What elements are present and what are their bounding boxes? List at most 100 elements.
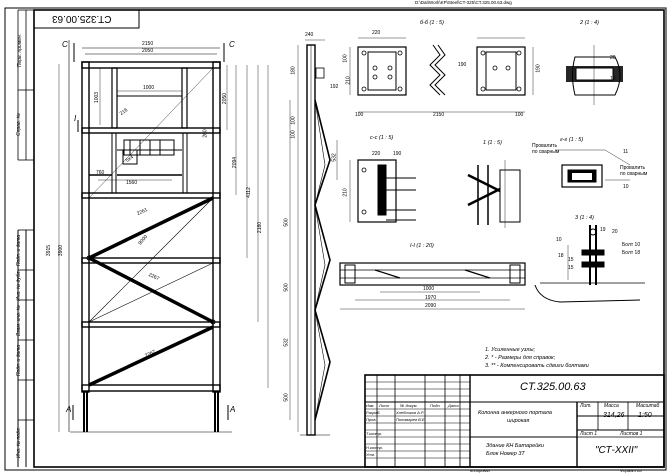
tb-header-cell: № докум. [400,403,418,408]
dim-label: 11 [623,149,629,155]
note-line: 3. ** - Компенсировать сдвиги болтами [485,363,589,369]
left-strip-label: Инв. № подл. [16,426,23,459]
note-label: Болт 18 [622,250,641,256]
tb-sheet: Лист 1 [580,431,598,437]
dim-label: 2050 [222,92,229,105]
left-strip-label: Взам. инв. № [15,305,22,336]
dim-label: 220 [372,151,381,157]
dim-label: 15 [568,257,574,263]
tb-role: Н.контр. [366,445,383,450]
view-title-1: 1 (1 : 5) [483,140,502,146]
dim-label: 100 [355,112,364,118]
tb-organization: "СТ-XXII" [595,445,638,456]
dim-label: 180 [290,66,297,75]
dim-label: 2150 [433,112,445,118]
dim-label: 210 [342,188,349,197]
left-strip-label: Инв. № дубл. [15,270,22,301]
left-strip-label: Перв. примен. [17,33,24,68]
left-strip-label: Подп. и дата [16,344,23,377]
dim-label: 240 [305,32,314,38]
dim-label: 4112 [245,187,252,198]
tb-role: Пров. [366,417,377,422]
dim-label: 18 [558,253,564,259]
file-path: D:\Dat\Work\KP\Steel\CT-325\CT.325.00.63… [415,0,512,5]
view-title-2: 2 (1 : 4) [580,20,599,26]
tb-mass: Масса [604,403,619,409]
left-strip-label: Справ. № [15,113,22,136]
tb-role: Разраб. [366,410,381,415]
dim-label: 500 [283,218,290,227]
tb-scale: Масштаб [636,403,660,409]
tb-role: Утв. [366,452,376,457]
dim-label: 2050 [142,48,154,54]
dim-label: 210 [345,76,352,85]
tb-person: Пономарев В.Е. [396,417,426,422]
section-mark-c-right: C [229,40,235,49]
tb-sheets: Листов 1 [620,431,643,437]
dim-label: 10 [610,76,616,82]
doc-note-line1: Здание КН Батарейки [486,443,544,449]
dim-label: 10 [623,184,629,190]
dim-label: 2090 [425,303,437,309]
section-mark-c-left: C [62,40,68,49]
note-label: Провалить [620,165,646,171]
dim-label: 3900 [58,244,65,257]
dim-label: 1560 [126,180,138,186]
dim-label: 190 [535,64,542,73]
dim-label: 532 [283,338,290,347]
note-label: Провалить [532,143,558,149]
dim-label: 2150 [142,41,154,47]
dim-label: 1000 [423,286,435,292]
note-label: по сварным [532,149,560,155]
left-strip-label: Подп. и дата [16,234,23,267]
dim-label: 20 [612,229,618,235]
dim-label: 2180 [257,221,264,234]
tb-scale-value: 1:50 [638,412,652,419]
dim-label: 220 [372,30,381,36]
dim-label: 19 [600,227,606,233]
note-line: 2. * - Размеры для справок; [485,355,556,361]
doc-name-line1: Колонна анкерного портала [478,410,552,416]
dim-label: 1000 [143,85,155,91]
tb-role: Т.контр. [366,431,383,436]
dim-label: 190 [393,151,402,157]
dim-label: 760 [96,170,105,176]
tb-mass-value: 314,26 [603,412,625,419]
dim-label: 192 [330,84,339,90]
tb-person: Хлебников А.Р. [396,410,425,415]
dim-label: 260 [202,129,209,138]
tb-header-cell: Лист [379,403,390,408]
dim-label: 20 [610,55,616,61]
view-title-cc: с-с (1 : 5) [370,135,394,141]
dim-label: 100 [290,116,297,125]
dim-label: 100 [290,130,297,139]
note-label: по сварным [620,171,648,177]
view-title-3: 3 (1 : 4) [575,215,594,221]
tb-header-cell: Изм. [366,403,375,408]
dim-label: 190 [458,62,467,68]
dim-label: 500 [283,283,290,292]
rotated-doc-code: CT.325.00.63 [52,13,112,24]
dim-label: 532 [331,153,338,162]
dim-label: 100 [515,112,524,118]
tb-stage: Лит. [580,403,592,409]
dim-label: 1970 [425,295,437,301]
dim-label: 100 [342,54,349,63]
dim-label: 1003 [94,91,101,104]
doc-name-line2: широкая [507,418,530,424]
dim-label: 500 [283,393,290,402]
section-mark-a-right: A [230,405,236,414]
view-title-bb: б-б (1 : 5) [420,20,444,26]
tb-footer-right: Формат A3 [620,468,642,473]
dim-label: 3915 [46,244,53,257]
dim-label: 15 [568,265,574,271]
dim-label: 2094 [232,156,239,169]
tb-header-cell: Подп. [430,403,441,408]
view-title-gg: г-г (1 : 5) [560,137,584,143]
section-mark-i: I [74,114,77,123]
section-mark-a-left: A [66,405,72,414]
tb-header-cell: Дата [448,403,459,408]
dim-label: 10 [556,237,562,243]
doc-note-line2: Блок Номер 3Т [486,451,525,457]
